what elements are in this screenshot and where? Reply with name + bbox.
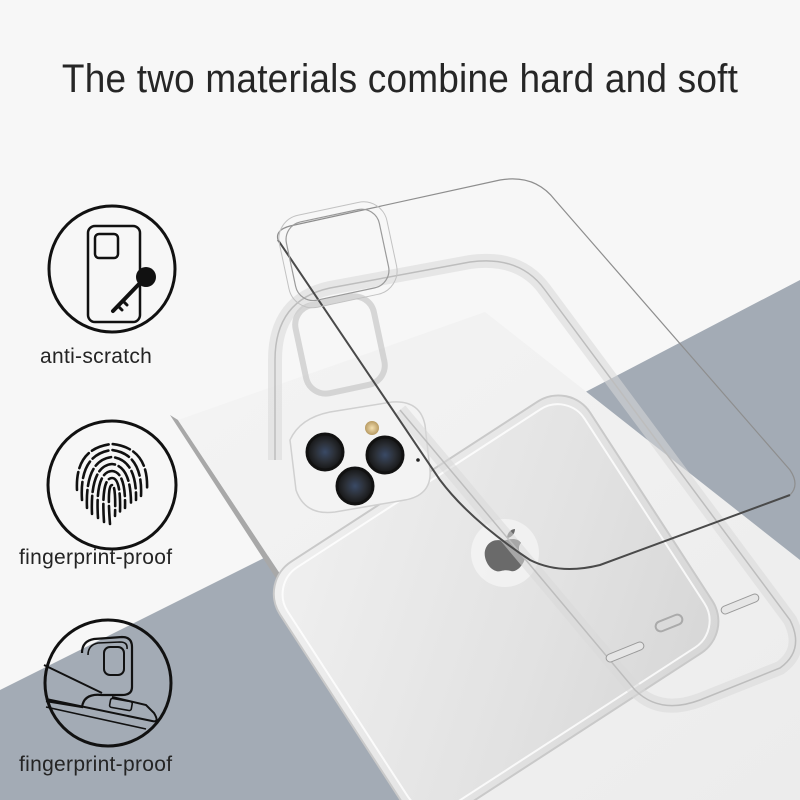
back-panel bbox=[276, 178, 796, 570]
headline: The two materials combine hard and soft bbox=[61, 56, 739, 101]
feature-label-fingerprint-proof-1: fingerprint-proof bbox=[19, 546, 173, 569]
phone-key-icon bbox=[47, 204, 177, 334]
fingerprint-icon bbox=[46, 419, 178, 551]
feature-label-anti-scratch: anti-scratch bbox=[40, 345, 153, 368]
bumper-frame bbox=[268, 253, 800, 713]
feature-label-fingerprint-proof-2: fingerprint-proof bbox=[19, 753, 173, 776]
flexible-case-icon bbox=[43, 618, 173, 748]
camera-module bbox=[289, 401, 431, 514]
